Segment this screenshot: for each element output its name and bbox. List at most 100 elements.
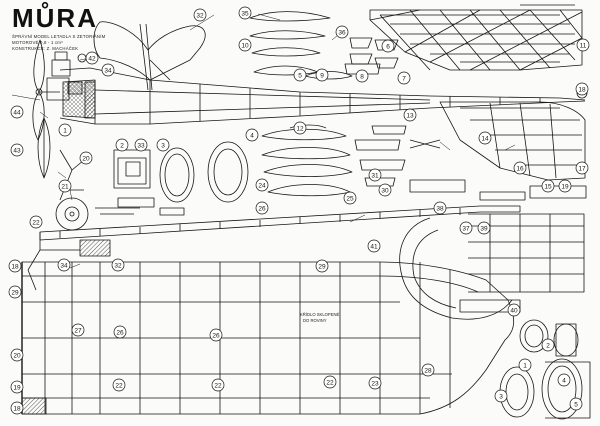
part-label-30: 30 [378, 183, 392, 197]
part-number-labels: 35 32 36 10 11 42 34 5 9 8 7 6 18 44 43 … [8, 6, 590, 415]
part-label-20b: 20 [10, 348, 24, 362]
part-label-text-12: 12 [296, 125, 304, 132]
part-label-text-34: 34 [104, 67, 112, 74]
part-label-text-42: 42 [88, 55, 96, 62]
part-label-text-32: 32 [196, 12, 204, 19]
wing-pylon [93, 21, 206, 91]
part-label-text-36: 36 [338, 29, 346, 36]
wing-plan [21, 249, 515, 415]
part-label-19b: 19 [10, 380, 24, 394]
part-label-text-37: 37 [462, 225, 470, 232]
part-label-37: 37 [459, 221, 473, 235]
ring-parts [499, 319, 591, 420]
part-label-24: 24 [255, 178, 269, 192]
part-label-22c: 22 [211, 378, 225, 392]
propeller-front-view [37, 117, 51, 179]
part-label-6: 6 [381, 39, 395, 53]
part-label-14: 14 [478, 131, 492, 145]
leader-lines [11, 13, 516, 269]
plan-title: MŮRA [12, 3, 98, 33]
part-label-7: 7 [397, 71, 411, 85]
part-label-12: 12 [293, 121, 307, 135]
part-label-25: 25 [343, 191, 357, 205]
longeron-strip [39, 185, 587, 257]
part-label-20: 20 [79, 151, 93, 165]
part-label-9: 9 [315, 68, 329, 82]
part-label-22b: 22 [112, 378, 126, 392]
part-label-text-19b: 19 [13, 384, 21, 391]
part-label-26: 26 [255, 201, 269, 215]
part-label-text-4: 4 [250, 132, 254, 139]
part-label-32: 32 [193, 8, 207, 22]
part-label-text-2b: 2 [546, 342, 550, 349]
part-label-text-18: 18 [578, 86, 586, 93]
bulkheads [95, 141, 249, 216]
part-label-text-22c: 22 [214, 382, 222, 389]
part-label-text-10: 10 [241, 42, 249, 49]
part-label-28: 28 [421, 363, 435, 377]
part-label-text-43: 43 [13, 147, 21, 154]
part-label-10: 10 [238, 38, 252, 52]
part-label-text-14: 14 [481, 135, 489, 142]
part-label-text-1b: 1 [523, 362, 527, 369]
part-label-1: 1 [58, 123, 72, 137]
wing-fold-note-1: KŘÍDLO SKLOPENÉ [300, 312, 340, 317]
part-label-text-32b: 32 [114, 262, 122, 269]
subtitle-line-3: KONSTRUKCE: Z. MACHÁČEK [12, 46, 79, 51]
part-label-text-20b: 20 [13, 352, 21, 359]
part-label-21: 21 [58, 179, 72, 193]
part-label-text-30: 30 [381, 187, 389, 194]
part-label-text-22d: 22 [326, 379, 334, 386]
part-label-4b: 4 [557, 373, 571, 387]
propeller-side [32, 39, 45, 141]
part-label-16: 16 [513, 161, 527, 175]
part-label-3: 3 [156, 138, 170, 152]
part-label-text-13: 13 [406, 112, 414, 119]
subtitle-line-2: MOTOROVÉ 0,8 - 1 cm³ [12, 40, 63, 45]
part-label-4: 4 [245, 128, 259, 142]
part-label-text-18b: 18 [11, 263, 19, 270]
part-label-5: 5 [293, 68, 307, 82]
fuselage-side-view [59, 67, 586, 125]
part-label-text-3: 3 [161, 142, 165, 149]
part-label-34: 34 [101, 63, 115, 77]
part-label-18c: 18 [10, 401, 24, 415]
part-label-text-29b: 29 [318, 263, 326, 270]
part-label-5b: 5 [569, 397, 583, 411]
part-label-text-41: 41 [370, 243, 378, 250]
part-label-29b: 29 [315, 259, 329, 273]
part-label-1b: 1 [518, 358, 532, 372]
part-label-text-39: 39 [480, 225, 488, 232]
part-label-text-28: 28 [424, 367, 432, 374]
part-label-text-17: 17 [578, 165, 586, 172]
part-label-22d: 22 [323, 375, 337, 389]
part-label-38: 38 [433, 201, 447, 215]
part-label-text-34b: 34 [60, 262, 68, 269]
part-label-text-33: 33 [137, 142, 145, 149]
part-label-text-19: 19 [561, 183, 569, 190]
part-label-35: 35 [238, 6, 252, 20]
part-label-26c: 26 [209, 328, 223, 342]
part-label-33: 33 [134, 138, 148, 152]
part-label-41: 41 [367, 239, 381, 253]
part-label-26b: 26 [113, 325, 127, 339]
part-label-22: 22 [29, 215, 43, 229]
part-label-text-15: 15 [544, 183, 552, 190]
part-label-text-8: 8 [360, 73, 364, 80]
part-label-13: 13 [403, 108, 417, 122]
part-label-text-18c: 18 [13, 405, 21, 412]
part-label-text-23: 23 [371, 380, 379, 387]
part-label-text-3b: 3 [499, 393, 503, 400]
part-label-text-21: 21 [61, 183, 69, 190]
part-label-17: 17 [575, 161, 589, 175]
part-label-34b: 34 [57, 258, 71, 272]
part-label-text-2: 2 [120, 142, 124, 149]
part-label-text-5b: 5 [574, 401, 578, 408]
tailplane-lattice [369, 4, 583, 71]
part-label-18b: 18 [8, 259, 22, 273]
part-label-text-26b: 26 [116, 329, 124, 336]
part-label-text-1: 1 [63, 127, 67, 134]
part-label-text-5: 5 [298, 72, 302, 79]
part-label-text-16: 16 [516, 165, 524, 172]
